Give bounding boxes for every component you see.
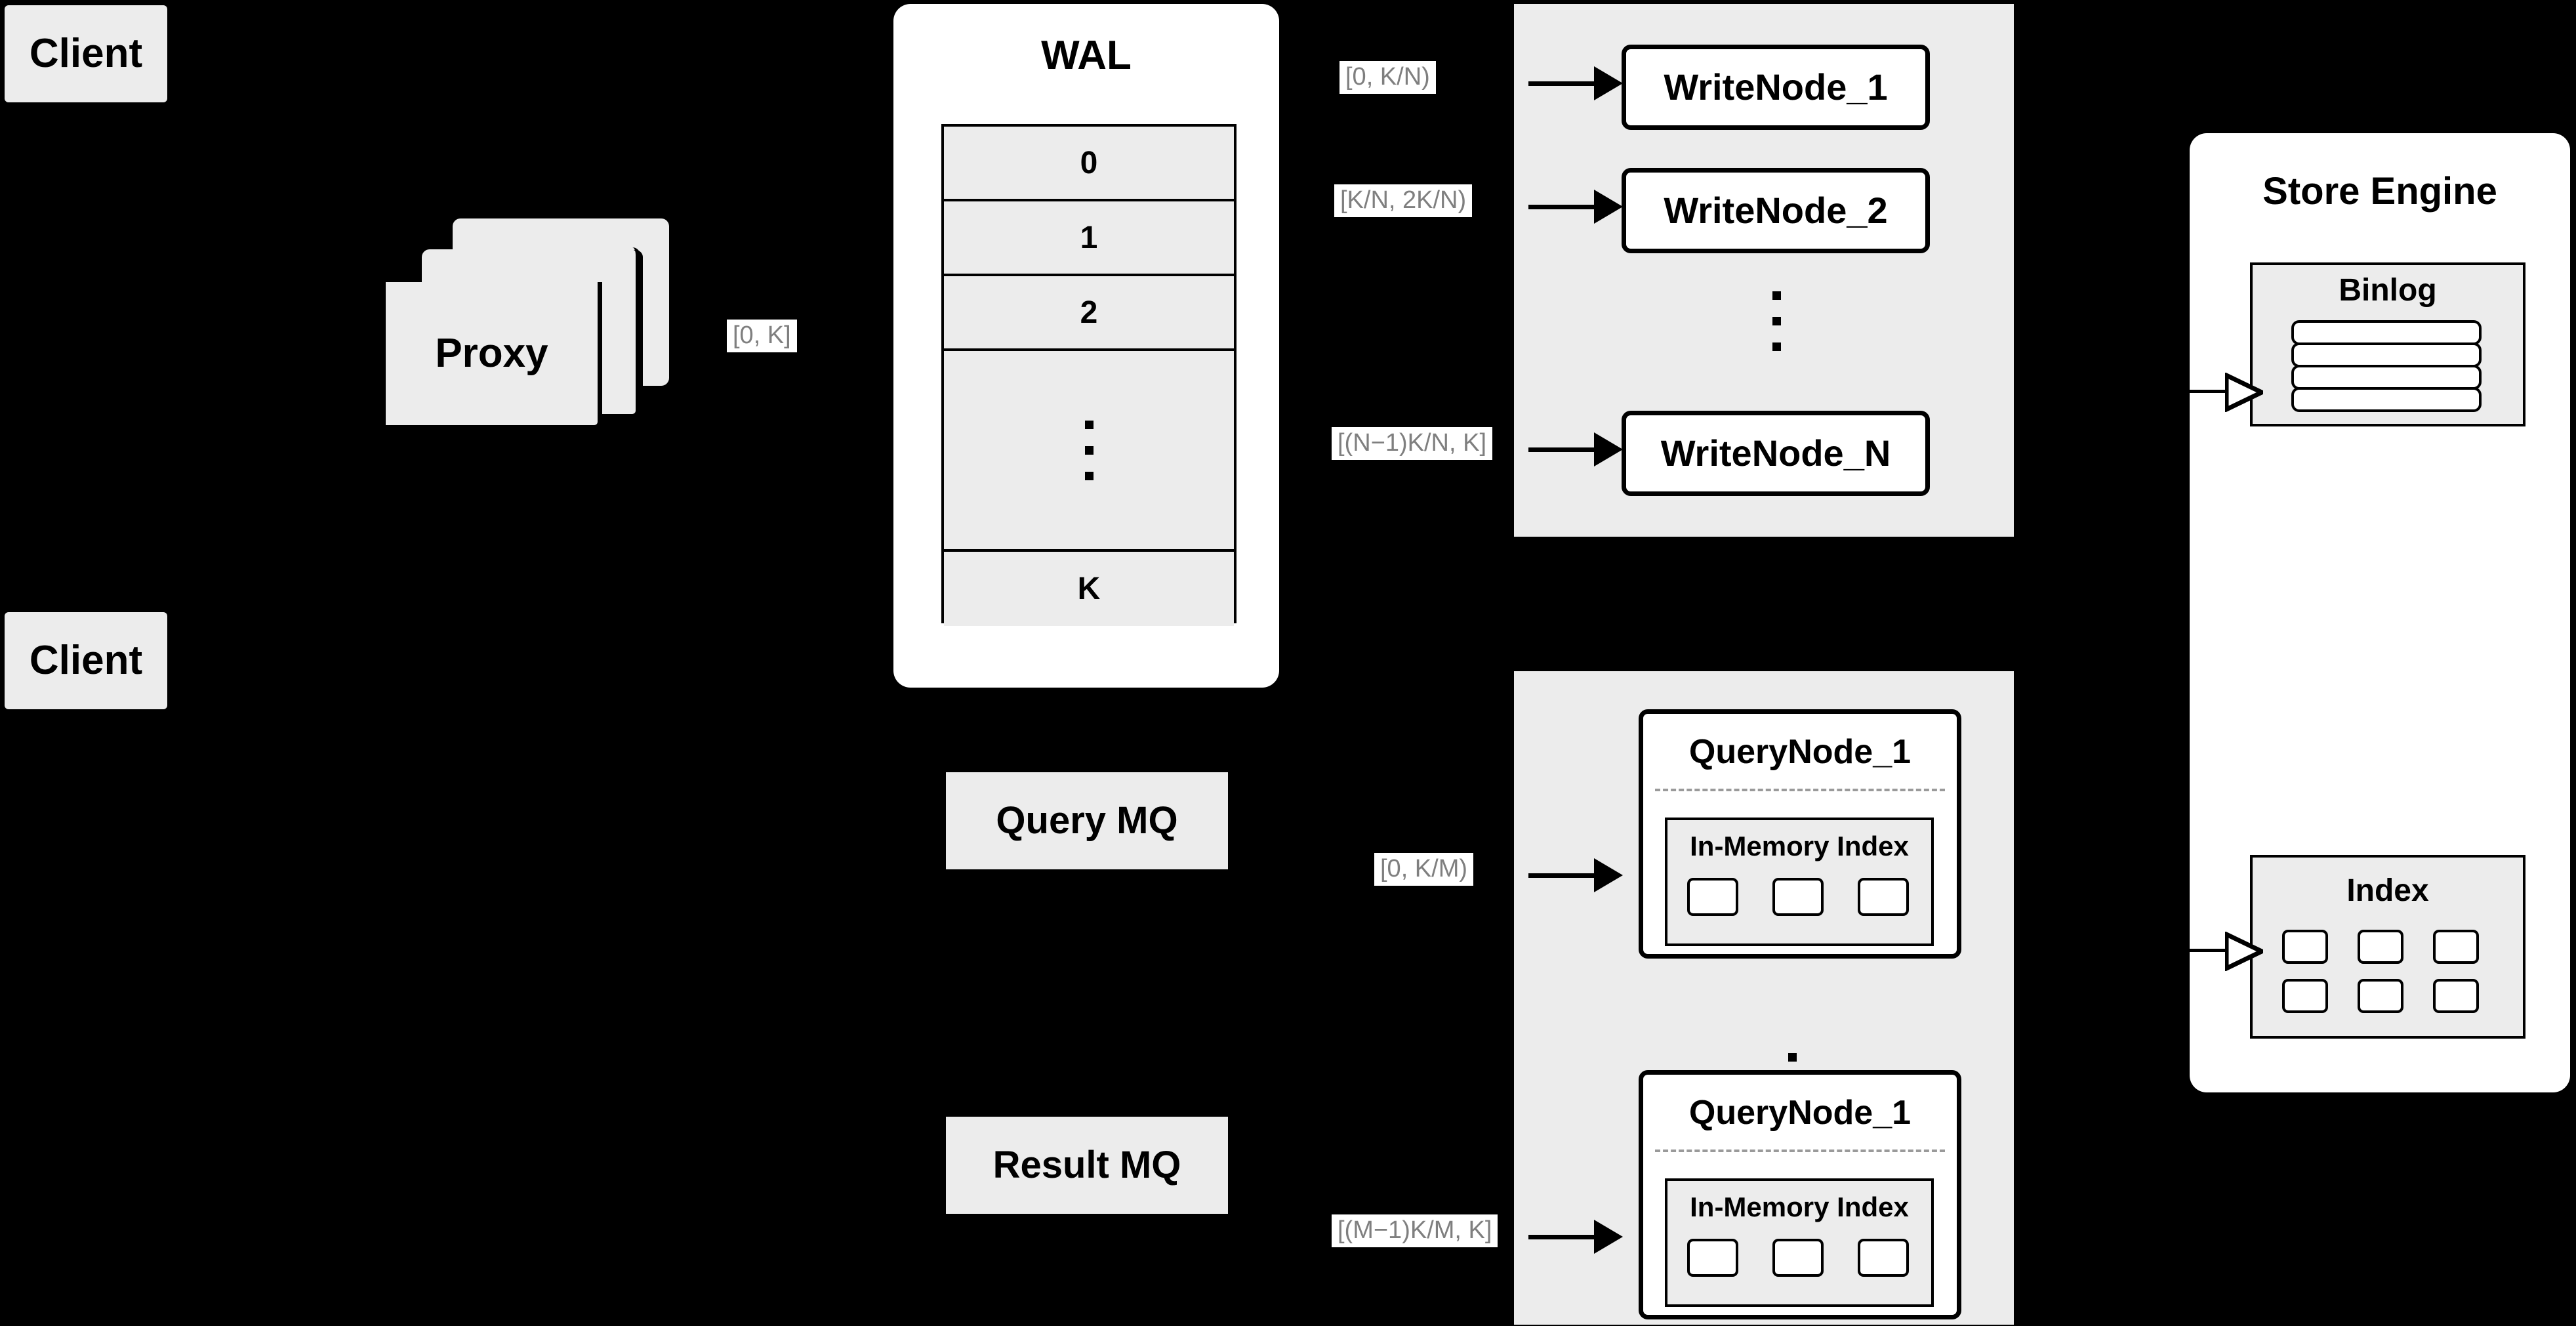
query-node-cluster: QueryNode_1 In-Memory Index QueryNode_1 bbox=[1514, 671, 2014, 1325]
query-node-1-imi-title: In-Memory Index bbox=[1667, 831, 1931, 862]
proxy-range-label: [0, K] bbox=[727, 320, 797, 352]
query-mq-label: Query MQ bbox=[996, 798, 1178, 842]
wal-title: WAL bbox=[893, 33, 1279, 79]
query-node-1-imi-tile-1 bbox=[1687, 878, 1738, 916]
write-node-1: WriteNode_1 bbox=[1622, 45, 1930, 130]
binlog-row-1 bbox=[2291, 320, 2482, 345]
binlog-row-3 bbox=[2291, 365, 2482, 390]
arrow-head-query-1 bbox=[1594, 858, 1623, 892]
query-node-1-imi-tile-2 bbox=[1772, 878, 1824, 916]
binlog-title: Binlog bbox=[2253, 274, 2523, 308]
query-node-1: QueryNode_1 In-Memory Index bbox=[1639, 709, 1961, 959]
wal-vertical-dots-icon bbox=[1084, 420, 1094, 480]
index-tile-r1c1 bbox=[2282, 930, 2328, 964]
wal-row-1: 1 bbox=[944, 201, 1234, 276]
write-node-1-label: WriteNode_1 bbox=[1664, 66, 1888, 108]
query-range-label-1: [0, K/M) bbox=[1374, 853, 1474, 886]
index-title-text: Index bbox=[2346, 873, 2429, 908]
binlog-title-text: Binlog bbox=[2339, 272, 2437, 308]
write-range-text-2: [K/N, 2K/N) bbox=[1340, 186, 1467, 214]
store-engine-title: Store Engine bbox=[2190, 171, 2570, 212]
write-range-text-n: [(N−1)K/N, K] bbox=[1338, 429, 1486, 457]
arrow-head-write-2 bbox=[1594, 190, 1623, 224]
proxy-range-text: [0, K] bbox=[733, 321, 791, 349]
write-range-text-1: [0, K/N) bbox=[1345, 63, 1430, 91]
write-range-label-n: [(N−1)K/N, K] bbox=[1332, 427, 1492, 460]
client-box-2: Client bbox=[5, 612, 167, 709]
query-node-m-imi-title: In-Memory Index bbox=[1667, 1191, 1931, 1223]
query-node-m-imi-label: In-Memory Index bbox=[1690, 1191, 1909, 1222]
arrow-line-write-1 bbox=[1528, 81, 1607, 86]
write-node-2-label: WriteNode_2 bbox=[1664, 189, 1888, 231]
proxy-card-front: Proxy bbox=[386, 282, 602, 430]
arrow-head-index-open-icon bbox=[2225, 932, 2263, 971]
arrow-line-query-m bbox=[1528, 1235, 1607, 1239]
result-mq-label: Result MQ bbox=[992, 1143, 1181, 1186]
query-node-1-in-memory-index: In-Memory Index bbox=[1665, 818, 1934, 946]
arrow-line-write-n bbox=[1528, 447, 1607, 452]
write-node-n: WriteNode_N bbox=[1622, 411, 1930, 496]
index-tile-r2c2 bbox=[2358, 979, 2403, 1013]
binlog-row-2 bbox=[2291, 342, 2482, 367]
store-engine-panel: Store Engine Binlog Index bbox=[2190, 133, 2570, 1092]
store-engine-title-text: Store Engine bbox=[2262, 169, 2497, 213]
wal-title-text: WAL bbox=[1041, 33, 1132, 79]
query-range-text-1: [0, K/M) bbox=[1380, 855, 1468, 882]
result-mq-box: Result MQ bbox=[946, 1117, 1228, 1214]
wal-row-0-label: 0 bbox=[1080, 145, 1098, 180]
query-mq-box: Query MQ bbox=[946, 772, 1228, 869]
arrow-head-write-n bbox=[1594, 432, 1623, 466]
wal-panel: WAL 0 1 2 K bbox=[893, 4, 1279, 688]
index-title: Index bbox=[2253, 874, 2523, 908]
index-tile-r2c1 bbox=[2282, 979, 2328, 1013]
write-range-label-2: [K/N, 2K/N) bbox=[1334, 184, 1473, 217]
arrow-line-query-1 bbox=[1528, 873, 1607, 878]
wal-table: 0 1 2 K bbox=[941, 124, 1237, 626]
arrow-head-query-m bbox=[1594, 1220, 1623, 1254]
index-tile-r1c3 bbox=[2433, 930, 2479, 964]
proxy-label: Proxy bbox=[435, 331, 548, 377]
wal-row-ellipsis bbox=[944, 351, 1234, 552]
index-panel: Index bbox=[2250, 855, 2525, 1039]
write-cluster-vertical-dots-icon bbox=[1757, 272, 1796, 370]
binlog-panel: Binlog bbox=[2250, 262, 2525, 426]
query-node-m-imi-tile-1 bbox=[1687, 1239, 1738, 1277]
query-node-m-title: QueryNode_1 bbox=[1643, 1094, 1957, 1131]
query-node-1-imi-label: In-Memory Index bbox=[1690, 830, 1909, 861]
wal-row-2: 2 bbox=[944, 276, 1234, 351]
wal-row-k: K bbox=[944, 552, 1234, 626]
query-range-text-m: [(M−1)K/M, K] bbox=[1338, 1216, 1492, 1244]
query-node-m-label: QueryNode_1 bbox=[1688, 1093, 1912, 1132]
query-node-m-separator bbox=[1655, 1150, 1945, 1152]
query-node-1-title: QueryNode_1 bbox=[1643, 734, 1957, 770]
wal-row-1-label: 1 bbox=[1080, 220, 1098, 255]
query-node-1-separator bbox=[1655, 789, 1945, 791]
index-tile-r2c3 bbox=[2433, 979, 2479, 1013]
query-node-1-label: QueryNode_1 bbox=[1688, 732, 1912, 771]
arrow-head-write-1 bbox=[1594, 66, 1623, 100]
arrow-line-index bbox=[2186, 949, 2230, 952]
write-node-2: WriteNode_2 bbox=[1622, 168, 1930, 253]
client-label-1: Client bbox=[29, 31, 143, 77]
wal-row-k-label: K bbox=[1077, 571, 1101, 606]
index-tile-r1c2 bbox=[2358, 930, 2403, 964]
client-box-1: Client bbox=[5, 5, 167, 102]
write-node-n-label: WriteNode_N bbox=[1660, 432, 1891, 474]
query-node-m-imi-tile-2 bbox=[1772, 1239, 1824, 1277]
query-node-1-imi-tile-3 bbox=[1858, 878, 1909, 916]
write-range-label-1: [0, K/N) bbox=[1339, 61, 1436, 94]
query-node-m-imi-tile-3 bbox=[1858, 1239, 1909, 1277]
arrow-line-binlog bbox=[2186, 390, 2230, 393]
query-node-m-in-memory-index: In-Memory Index bbox=[1665, 1178, 1934, 1307]
client-label-2: Client bbox=[29, 638, 143, 684]
query-node-m: QueryNode_1 In-Memory Index bbox=[1639, 1070, 1961, 1319]
wal-row-0: 0 bbox=[944, 127, 1234, 201]
query-range-label-m: [(M−1)K/M, K] bbox=[1332, 1214, 1498, 1247]
binlog-row-4 bbox=[2291, 387, 2482, 412]
arrow-line-write-2 bbox=[1528, 205, 1607, 209]
wal-row-2-label: 2 bbox=[1080, 295, 1098, 330]
arrow-head-binlog-open-icon bbox=[2225, 373, 2263, 412]
